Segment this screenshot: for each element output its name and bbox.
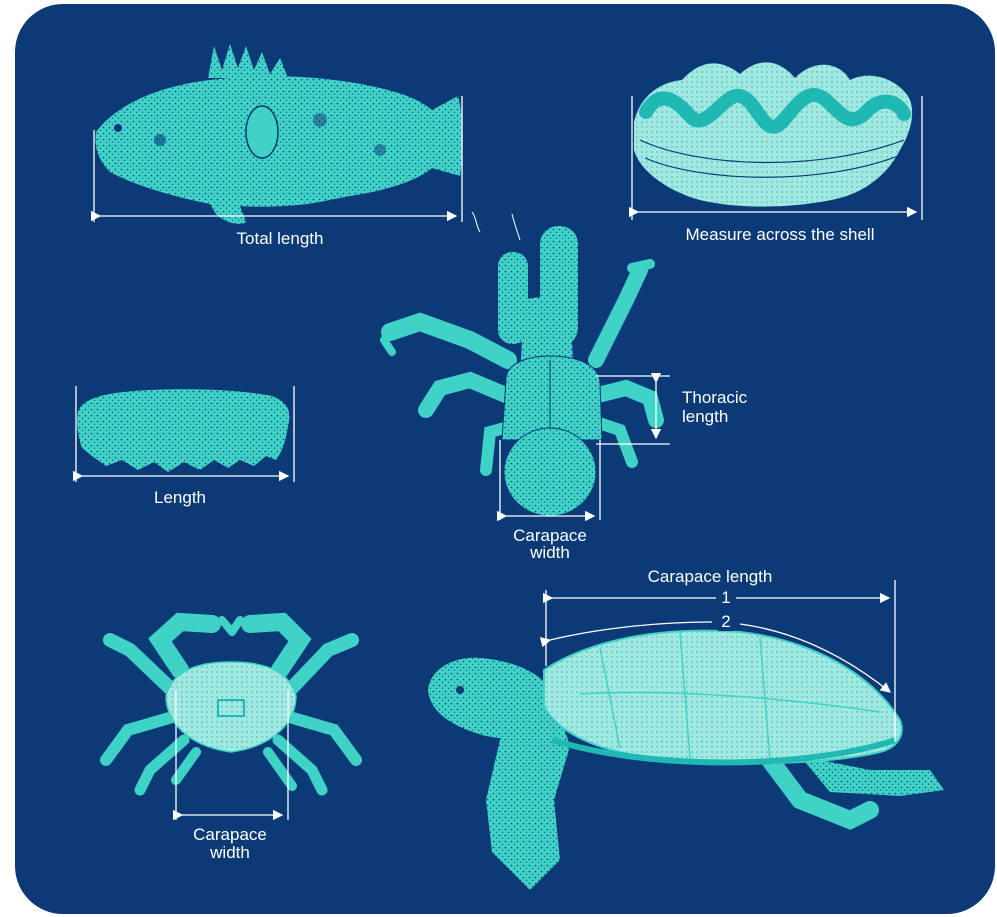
fish-illustration xyxy=(96,44,463,224)
coconut-crab-carapace-label-line-2: width xyxy=(498,543,602,562)
mud-crab-carapace-label-line-2: width xyxy=(178,843,282,862)
turtle-carapace-label: Carapace length xyxy=(610,567,810,586)
fish-label: Total length xyxy=(190,229,370,248)
turtle-marker-2: 2 xyxy=(718,612,734,631)
sea-cucumber-label: Length xyxy=(135,488,225,507)
turtle-marker-1: 1 xyxy=(718,588,734,607)
mud-crab-carapace-label-line-1: Carapace xyxy=(178,825,282,844)
thoracic-length-label-line-2: length xyxy=(682,407,728,426)
sea-cucumber-illustration xyxy=(77,389,289,472)
coconut-crab-illustration xyxy=(384,212,656,516)
turtle-illustration xyxy=(428,631,944,890)
mud-crab-illustration xyxy=(106,620,356,790)
thoracic-length-label-line-1: Thoracic xyxy=(682,388,747,407)
clam-illustration xyxy=(634,62,912,206)
clam-label: Measure across the shell xyxy=(650,225,910,244)
